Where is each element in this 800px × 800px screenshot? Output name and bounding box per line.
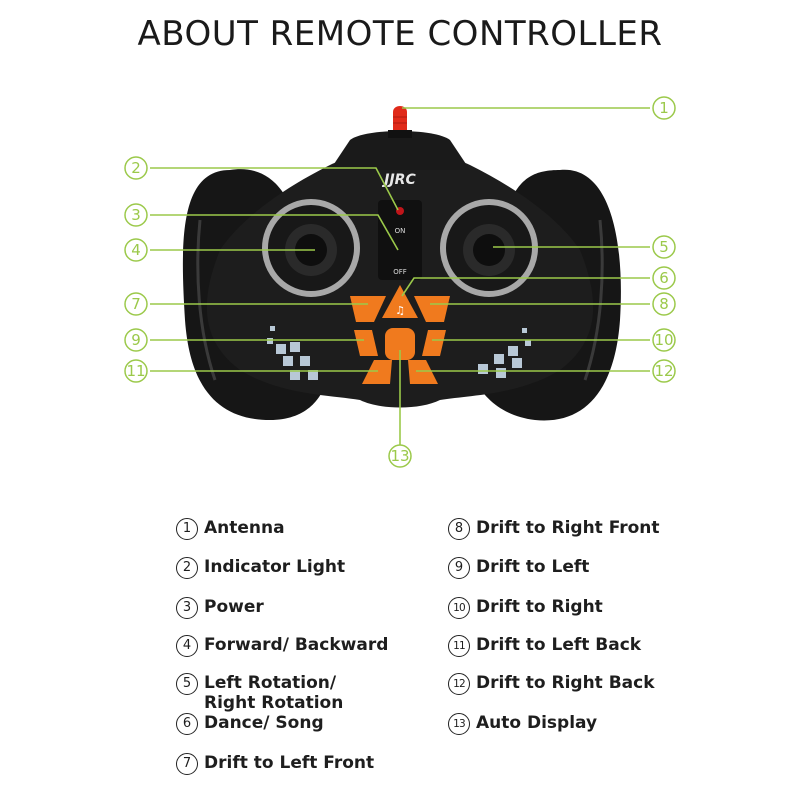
legend-item-auto-display: 13 Auto Display — [448, 713, 597, 735]
checker-decoration-right — [478, 328, 531, 378]
svg-text:3: 3 — [131, 206, 141, 224]
callout-markers: 1 2 3 4 5 6 7 8 9 10 11 12 13 — [124, 96, 676, 468]
legend-item-drift-left-front: 7 Drift to Left Front — [176, 753, 374, 775]
legend-item-power: 3 Power — [176, 597, 264, 619]
callout-5: 5 — [652, 235, 676, 259]
callout-7: 7 — [124, 292, 148, 316]
dance-song-button[interactable] — [382, 285, 418, 318]
drift-left-back-button[interactable] — [362, 360, 392, 384]
drift-left-front-button[interactable] — [350, 296, 386, 322]
svg-text:11: 11 — [126, 362, 145, 380]
callout-8: 8 — [652, 292, 676, 316]
legend-item-rotation: 5 Left Rotation/ Right Rotation — [176, 673, 343, 713]
callout-12: 12 — [652, 359, 676, 383]
checker-decoration-left — [267, 326, 318, 380]
legend-item-drift-right-back: 12 Drift to Right Back — [448, 673, 655, 695]
svg-text:2: 2 — [131, 159, 141, 177]
svg-text:13: 13 — [390, 447, 409, 465]
switch-on-label: ON — [395, 227, 406, 235]
svg-text:8: 8 — [659, 295, 669, 313]
drift-right-front-button[interactable] — [414, 296, 450, 322]
svg-text:9: 9 — [131, 331, 141, 349]
legend-item-drift-left-back: 11 Drift to Left Back — [448, 635, 641, 657]
antenna — [388, 106, 412, 138]
legend-item-drift-right: 10 Drift to Right — [448, 597, 603, 619]
callout-4: 4 — [124, 238, 148, 262]
callout-10: 10 — [652, 328, 676, 352]
legend-item-indicator-light: 2 Indicator Light — [176, 557, 345, 579]
page-title: ABOUT REMOTE CONTROLLER — [137, 14, 663, 54]
svg-text:4: 4 — [131, 241, 141, 259]
callout-11: 11 — [124, 359, 148, 383]
drift-left-button[interactable] — [354, 330, 378, 356]
switch-off-label: OFF — [393, 268, 407, 276]
callout-6: 6 — [652, 266, 676, 290]
svg-text:7: 7 — [131, 295, 141, 313]
callout-3: 3 — [124, 203, 148, 227]
callout-1: 1 — [652, 96, 676, 120]
power-switch — [378, 200, 422, 280]
controller-diagram: JJRC ON OFF ♫ — [124, 96, 676, 468]
svg-text:1: 1 — [659, 99, 669, 117]
right-joystick[interactable] — [440, 199, 538, 297]
callout-9: 9 — [124, 328, 148, 352]
button-pad: ♫ — [350, 285, 450, 384]
music-note-icon: ♫ — [395, 304, 405, 317]
legend-item-dance-song: 6 Dance/ Song — [176, 713, 324, 735]
legend-item-antenna: 1 Antenna — [176, 518, 285, 540]
auto-display-button[interactable] — [385, 328, 415, 360]
drift-right-button[interactable] — [422, 330, 446, 356]
svg-text:10: 10 — [654, 331, 673, 349]
brand-logo: JJRC — [381, 172, 416, 188]
legend-item-drift-left: 9 Drift to Left — [448, 557, 589, 579]
callout-2: 2 — [124, 156, 148, 180]
svg-text:5: 5 — [659, 238, 669, 256]
drift-right-back-button[interactable] — [408, 360, 438, 384]
legend-item-drift-right-front: 8 Drift to Right Front — [448, 518, 660, 540]
svg-text:6: 6 — [659, 269, 669, 287]
callout-lines — [150, 107, 650, 445]
callout-13: 13 — [388, 444, 412, 468]
legend-item-forward-backward: 4 Forward/ Backward — [176, 635, 388, 657]
svg-text:12: 12 — [654, 362, 673, 380]
